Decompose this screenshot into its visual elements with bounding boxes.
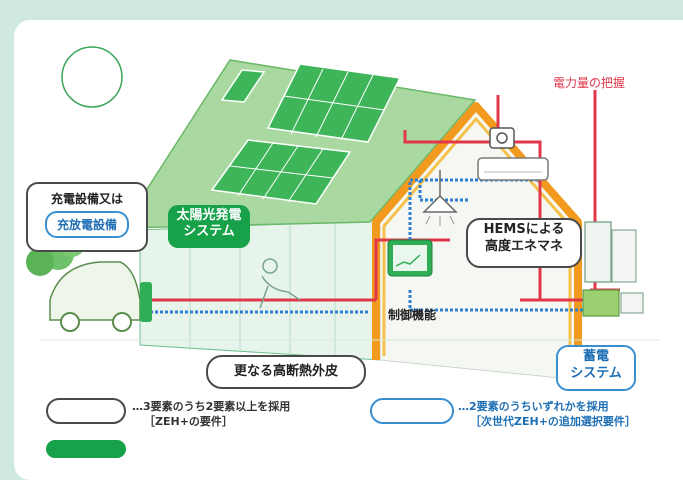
empty-circle: [61, 46, 123, 108]
control-function-label: 制御機能: [388, 308, 437, 322]
charging-equipment-box: 充電設備又は 充放電設備: [26, 182, 148, 252]
charging-label-pill: 充放電設備: [44, 211, 129, 238]
solar-label-line2: システム: [183, 224, 235, 240]
hems-label-line1: HEMSによる: [483, 222, 565, 237]
legend-blue-line1: …2要素のうちいずれかを採用: [458, 400, 609, 413]
battery-label-line2: システム: [570, 365, 622, 381]
legend-blue-text: …2要素のうちいずれかを採用 ［次世代ZEH+の追加選択要件］: [458, 400, 636, 430]
person-sketch: [259, 258, 301, 309]
legend-blue-swatch: [370, 398, 454, 424]
legend-outline-text: …3要素のうち2要素以上を採用 ［ZEH+の要件］: [132, 400, 290, 430]
legend-outline-swatch: [46, 398, 126, 424]
legend-blue-line2: ［次世代ZEH+の追加選択要件］: [470, 414, 636, 428]
legend-green-swatch: [46, 440, 126, 458]
charging-label-line1: 充電設備又は: [50, 192, 123, 206]
solar-system-label: 太陽光発電 システム: [168, 205, 250, 248]
air-conditioner: [477, 157, 549, 181]
hems-label-line2: 高度エネマネ: [484, 238, 563, 254]
electricity-monitor-label: 電力量の把握: [553, 76, 626, 90]
charging-label-line2: 充放電設備: [56, 218, 117, 232]
charger: [140, 282, 152, 322]
solar-label-line1: 太陽光発電: [176, 208, 242, 223]
legend-outline-line1: …3要素のうち2要素以上を採用: [132, 400, 291, 413]
ceiling-lamp: [422, 194, 458, 213]
insulation-label-text: 更なる高断熱外皮: [233, 364, 338, 379]
insulation-label: 更なる高断熱外皮: [206, 355, 366, 389]
battery-label-line1: 蓄電: [582, 349, 609, 364]
battery-unit: [582, 221, 644, 317]
hems-label: HEMSによる 高度エネマネ: [466, 218, 582, 268]
legend-outline-line2: ［ZEH+の要件］: [144, 414, 233, 428]
battery-system-label: 蓄電 システム: [556, 345, 636, 391]
